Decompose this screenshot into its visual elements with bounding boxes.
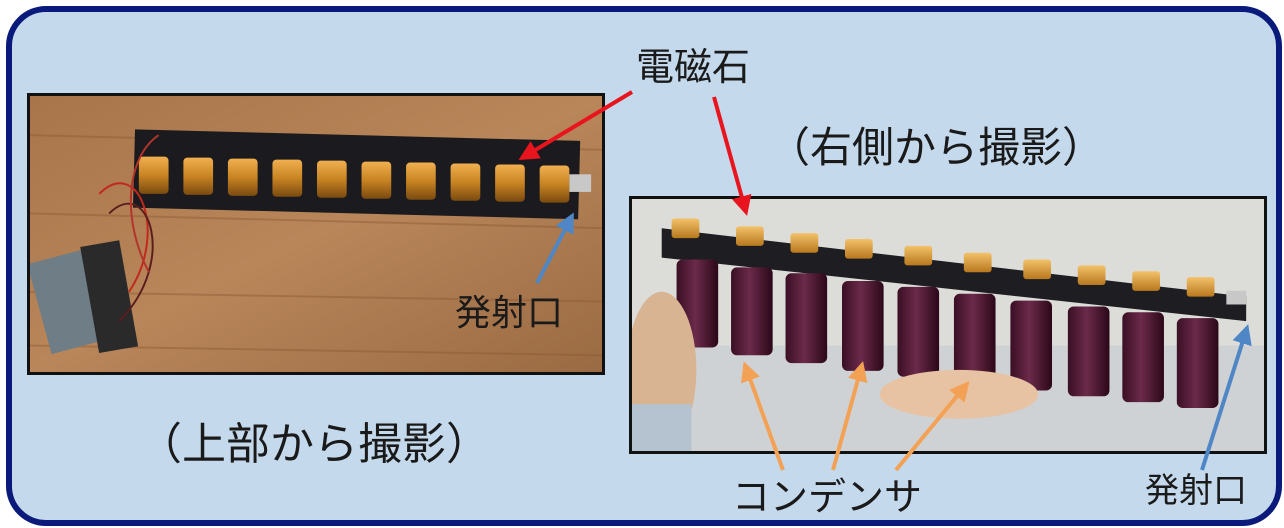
- top-view-caption: （上部から撮影）: [138, 419, 490, 470]
- muzzle-label-top: 発射口: [455, 293, 564, 334]
- side-view-photo: [629, 196, 1267, 454]
- muzzle-label-side: 発射口: [1145, 471, 1247, 511]
- top-view-photo: [27, 93, 605, 375]
- side-view-caption: （右側から撮影）: [768, 123, 1105, 172]
- capacitor-label: コンデンサ: [732, 475, 923, 519]
- electromagnet-label: 電磁石: [636, 45, 751, 89]
- top-view-coilgun-image: [30, 96, 602, 372]
- side-view-coilgun-image: [632, 199, 1264, 451]
